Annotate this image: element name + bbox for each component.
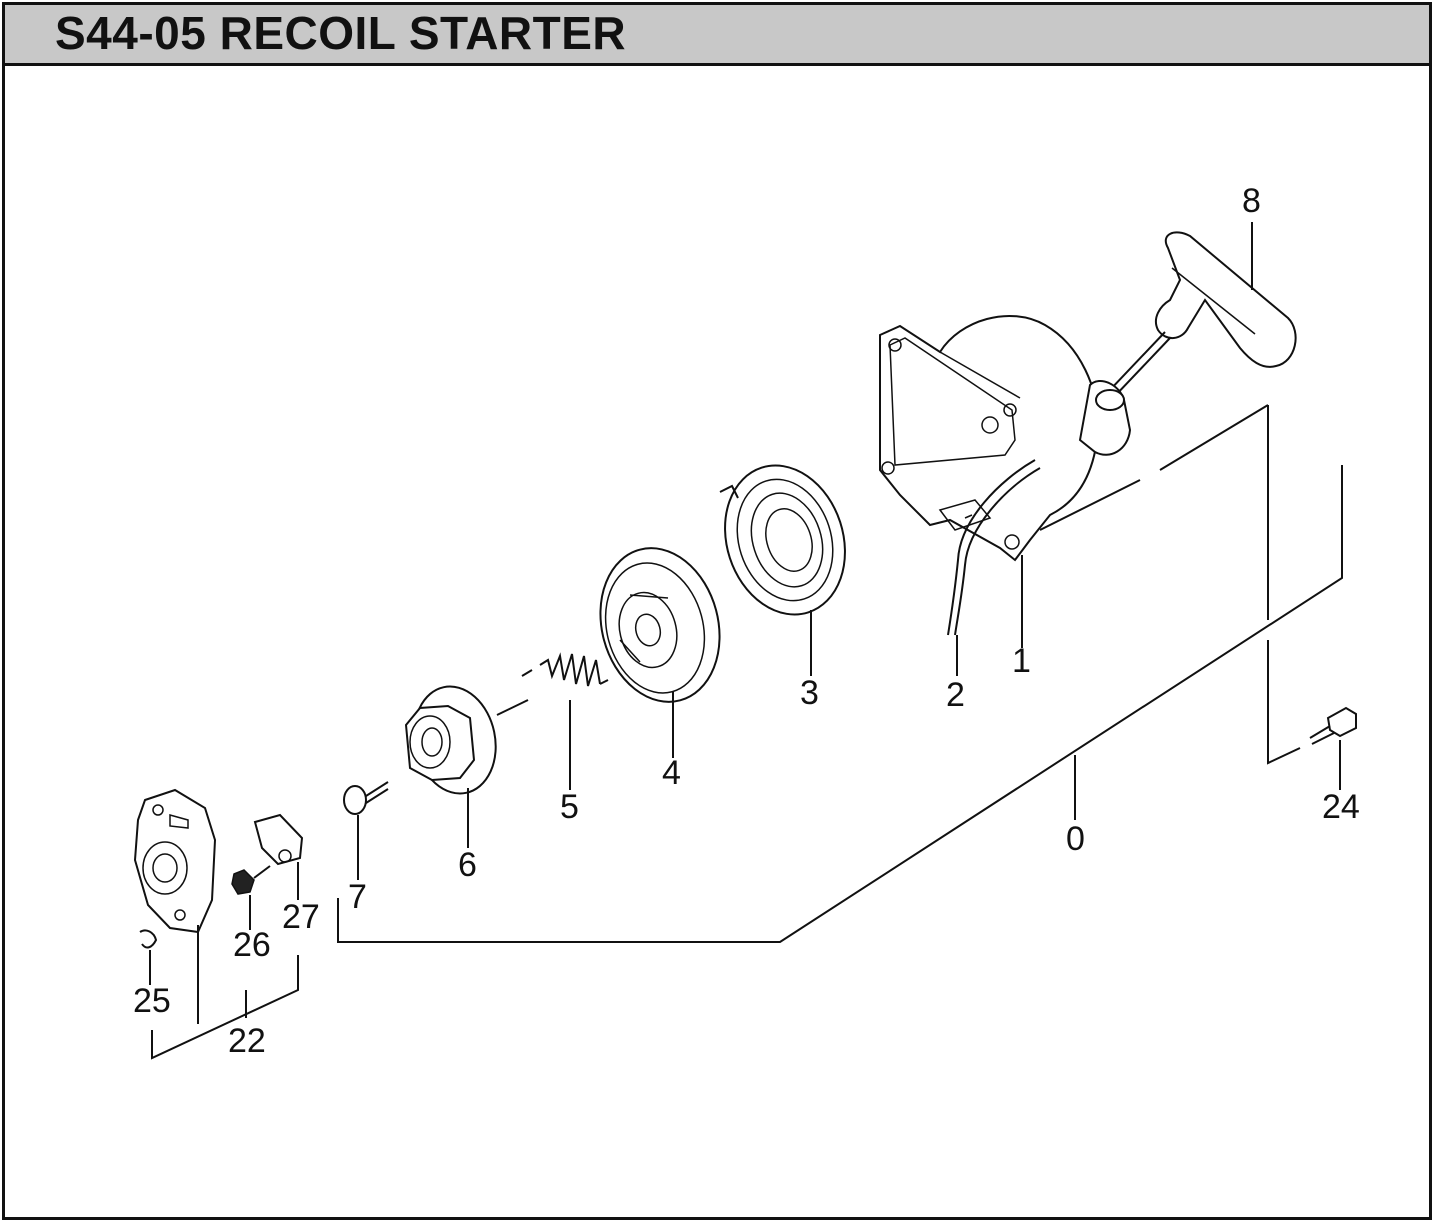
leader-lines [149, 222, 1341, 985]
assembly-bracket-0 [337, 404, 1343, 943]
callout-26: 26 [233, 926, 271, 964]
callout-7: 7 [348, 878, 367, 916]
bolt-part [1309, 706, 1357, 745]
callout-3: 3 [800, 674, 819, 712]
e-clip-part [139, 929, 158, 949]
recoil-spring-part [719, 464, 846, 616]
callout-0: 0 [1066, 820, 1085, 858]
callout-4: 4 [662, 754, 681, 792]
small-spring-part [231, 865, 271, 895]
callout-22: 22 [228, 1022, 266, 1060]
callout-6: 6 [458, 846, 477, 884]
callout-24: 24 [1322, 788, 1360, 826]
pawl-spring-part [521, 652, 609, 687]
callout-2: 2 [946, 676, 965, 714]
starter-housing-part [879, 315, 1132, 562]
callout-25: 25 [133, 982, 171, 1020]
callout-1: 1 [1012, 642, 1031, 680]
title-bar: S44-05 RECOIL STARTER [5, 5, 1429, 66]
assembly-bracket-22 [151, 925, 299, 1060]
starter-rope-part [947, 459, 1036, 636]
callout-5: 5 [560, 788, 579, 826]
pawl-part [253, 813, 304, 866]
rope-reel-part [599, 547, 721, 703]
page-title: S44-05 RECOIL STARTER [55, 7, 627, 59]
starter-handle-part [1107, 231, 1297, 399]
screw-part [343, 781, 389, 815]
callout-27: 27 [282, 898, 320, 936]
cover-plate-part [133, 788, 217, 934]
callout-8: 8 [1242, 182, 1261, 220]
ratchet-pulley-part [404, 685, 497, 795]
